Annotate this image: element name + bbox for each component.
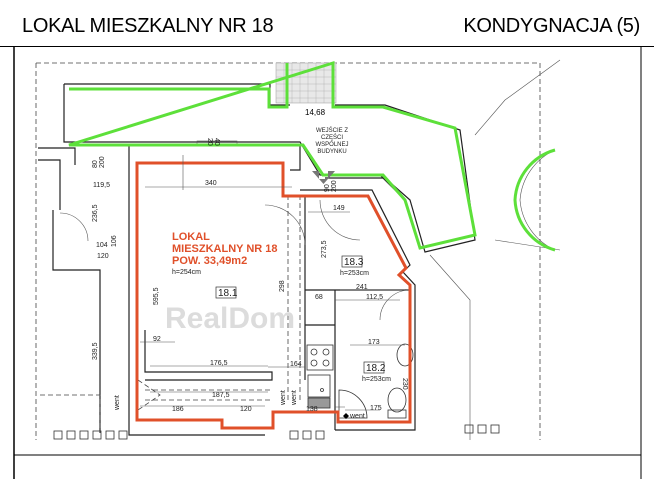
sink-icon bbox=[307, 374, 331, 409]
dim-label: 92 bbox=[153, 336, 161, 343]
svg-text:CZĘŚCI: CZĘŚCI bbox=[321, 133, 343, 141]
unit-outline bbox=[135, 161, 412, 430]
dim-label: 298 bbox=[279, 280, 286, 292]
dim-label: 90 bbox=[324, 184, 331, 192]
dim-label: 40 bbox=[213, 138, 220, 146]
room-tag-box bbox=[215, 286, 237, 299]
stair-hatch bbox=[275, 62, 337, 104]
dim-label: 68 bbox=[315, 294, 323, 301]
dimension-lines bbox=[140, 155, 405, 411]
dim-label: 120 bbox=[97, 253, 109, 260]
dim-label: 120 bbox=[240, 406, 252, 413]
svg-text:WSPÓLNEJ: WSPÓLNEJ bbox=[315, 141, 348, 148]
dim-label: 241 bbox=[356, 284, 368, 291]
vent-label: went bbox=[280, 390, 287, 406]
dim-label: 186 bbox=[172, 406, 184, 413]
unit-label-line1: LOKAL bbox=[172, 231, 210, 243]
dim-label: 138 bbox=[306, 406, 318, 413]
vent-label: went bbox=[349, 413, 365, 420]
dim-label: 595,5 bbox=[153, 287, 160, 305]
dim-label: 80 bbox=[92, 160, 99, 168]
dim-label: 187,5 bbox=[212, 392, 230, 399]
vent-label: went bbox=[291, 390, 298, 406]
dim-label: 106 bbox=[111, 235, 118, 247]
room-18-3: 18.3 bbox=[344, 257, 364, 268]
level-mark: 14,68 bbox=[305, 108, 326, 117]
dim-label: 149 bbox=[333, 205, 345, 212]
balcony-railing bbox=[53, 424, 500, 440]
dim-label: 230 bbox=[401, 378, 408, 390]
svg-text:BUDYNKU: BUDYNKU bbox=[317, 149, 346, 155]
page-title: LOKAL MIESZKALNY NR 18 bbox=[22, 15, 274, 37]
svg-text:WEJŚCIE Z: WEJŚCIE Z bbox=[316, 126, 348, 134]
room-18-3-height: h=253cm bbox=[340, 270, 369, 277]
dimension-labels: 340 149 241 112,5 68 173 92 176,5 164 18… bbox=[92, 138, 408, 413]
room-18-2-height: h=253cm bbox=[362, 376, 391, 383]
unit-height: h=254cm bbox=[172, 269, 201, 276]
dim-label: 173 bbox=[368, 339, 380, 346]
common-area-outline-arc bbox=[513, 148, 556, 252]
dim-label: 200 bbox=[331, 180, 338, 192]
dim-label: 119,5 bbox=[93, 182, 110, 189]
unit-label-line2: MIESZKALNY NR 18 bbox=[172, 243, 278, 255]
room-18-1: 18.1 bbox=[218, 288, 238, 299]
dim-label: 340 bbox=[205, 180, 217, 187]
entrance-label: WEJŚCIE Z CZĘŚCI WSPÓLNEJ BUDYNKU bbox=[315, 126, 348, 155]
arrow-down-icon bbox=[312, 171, 335, 184]
dim-label: 176,5 bbox=[210, 360, 228, 367]
toilet-icon bbox=[387, 343, 414, 419]
stove-icon bbox=[306, 344, 334, 371]
dim-label: 20 bbox=[206, 138, 213, 146]
shower-icon bbox=[338, 389, 368, 419]
room-18-2: 18.2 bbox=[366, 363, 386, 374]
dim-label: 175 bbox=[370, 405, 382, 412]
vent-marker-icon bbox=[343, 413, 349, 419]
dim-label: 236,5 bbox=[92, 204, 99, 222]
common-area-outline bbox=[68, 60, 477, 250]
dim-label: 200 bbox=[99, 156, 106, 168]
walls bbox=[38, 59, 561, 440]
header: LOKAL MIESZKALNY NR 18 KONDYGNACJA (5) bbox=[0, 0, 654, 47]
watermark: RealDom bbox=[165, 302, 295, 335]
room-tag-box bbox=[363, 361, 385, 374]
dim-label: 164 bbox=[290, 361, 302, 368]
dim-label: 104 bbox=[96, 242, 108, 249]
dim-label: 339,5 bbox=[92, 342, 99, 360]
vent-label: went bbox=[114, 395, 121, 411]
floor-label: KONDYGNACJA (5) bbox=[463, 15, 640, 37]
dim-label: 112,5 bbox=[366, 294, 383, 301]
room-tag-box bbox=[341, 255, 363, 268]
dim-label: 273,5 bbox=[321, 240, 328, 258]
unit-area: POW. 33,49m2 bbox=[172, 255, 247, 267]
